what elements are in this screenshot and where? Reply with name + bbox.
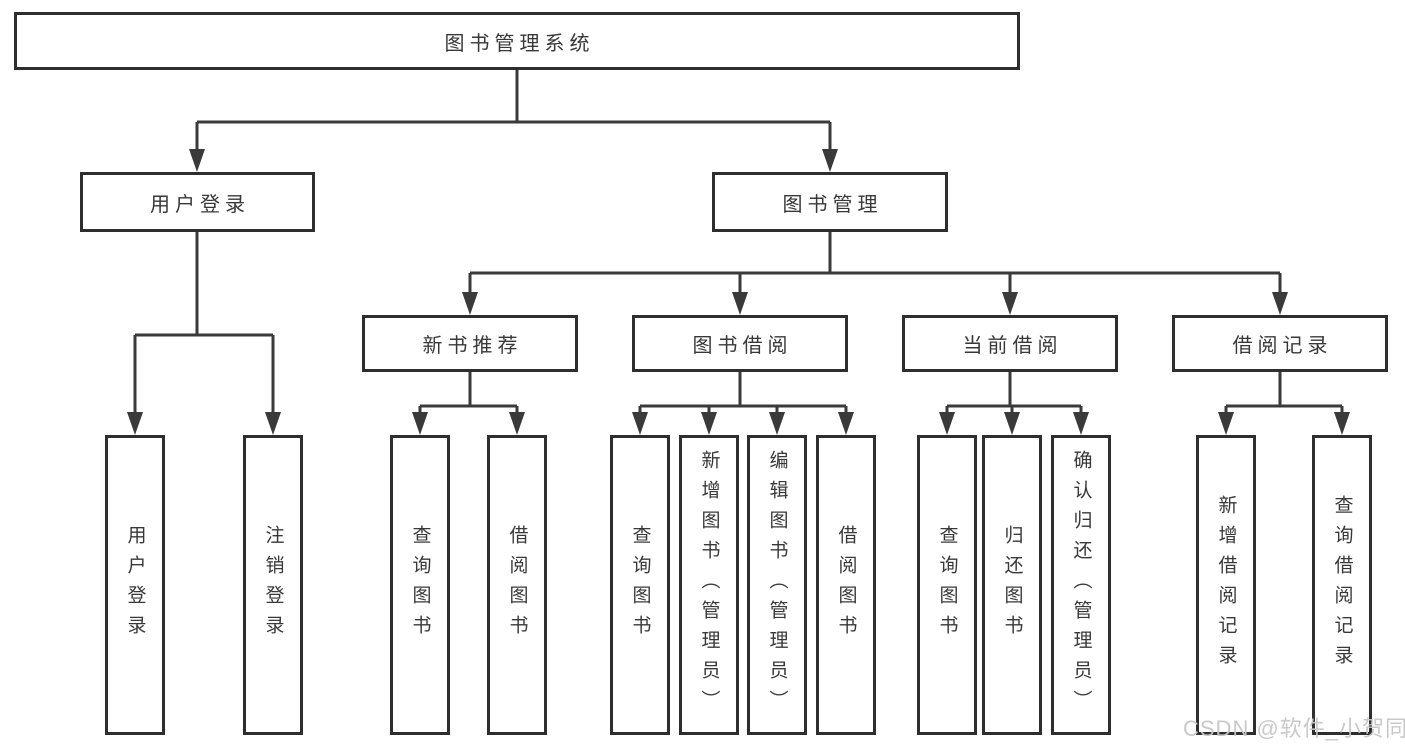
leaf-query-borrow-record: 查询借阅记录 xyxy=(1312,435,1372,735)
leaf-add-book-admin: 新增图书（管理员） xyxy=(679,435,739,735)
leaf-user-login: 用户登录 xyxy=(105,435,165,735)
node-label: 图书管理系统 xyxy=(444,32,595,55)
leaf-confirm-return-admin: 确认归还（管理员） xyxy=(1051,435,1111,735)
node-current-borrow: 当前借阅 xyxy=(902,315,1118,372)
node-label: 新书推荐 xyxy=(422,335,523,357)
node-user-login: 用户登录 xyxy=(80,172,315,232)
leaf-return-book: 归还图书 xyxy=(982,435,1042,735)
node-label: 图书借阅 xyxy=(692,335,793,357)
node-label: 查询图书 xyxy=(629,525,651,645)
node-label: 借阅图书 xyxy=(835,525,857,645)
node-label: 编辑图书（管理员） xyxy=(766,450,788,720)
leaf-borrow-book-1: 借阅图书 xyxy=(487,435,547,735)
node-book-borrow: 图书借阅 xyxy=(632,315,848,372)
leaf-add-borrow-record: 新增借阅记录 xyxy=(1196,435,1256,735)
node-label: 借阅记录 xyxy=(1232,335,1333,357)
node-label: 新增借阅记录 xyxy=(1215,495,1237,675)
node-label: 查询图书 xyxy=(409,525,431,645)
leaf-edit-book-admin: 编辑图书（管理员） xyxy=(747,435,807,735)
node-label: 归还图书 xyxy=(1001,525,1023,645)
node-new-book-recommend: 新书推荐 xyxy=(362,315,578,372)
node-root: 图书管理系统 xyxy=(14,12,1020,70)
node-label: 新增图书（管理员） xyxy=(698,450,720,720)
node-label: 图书管理 xyxy=(782,193,883,216)
csdn-watermark: CSDN @软件_小贺同学 xyxy=(1183,716,1405,741)
node-label: 当前借阅 xyxy=(962,335,1063,357)
leaf-query-book-1: 查询图书 xyxy=(390,435,450,735)
node-borrow-records: 借阅记录 xyxy=(1172,315,1388,372)
leaf-query-book-3: 查询图书 xyxy=(917,435,977,735)
leaf-query-book-2: 查询图书 xyxy=(610,435,670,735)
node-label: 查询图书 xyxy=(936,525,958,645)
node-label: 查询借阅记录 xyxy=(1331,495,1353,675)
node-label: 确认归还（管理员） xyxy=(1070,450,1092,720)
node-label: 借阅图书 xyxy=(506,525,528,645)
leaf-logout: 注销登录 xyxy=(243,435,303,735)
node-label: 注销登录 xyxy=(262,525,284,645)
node-label: 用户登录 xyxy=(124,525,146,645)
node-book-management: 图书管理 xyxy=(712,172,948,232)
leaf-borrow-book-2: 借阅图书 xyxy=(816,435,876,735)
node-label: 用户登录 xyxy=(150,193,250,216)
